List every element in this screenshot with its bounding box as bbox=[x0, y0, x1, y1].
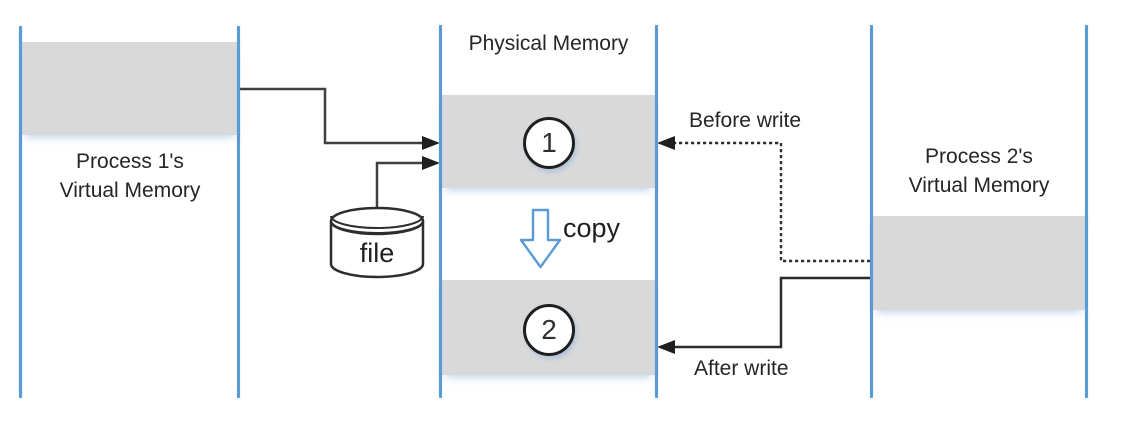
page-1-number: 1 bbox=[541, 127, 557, 158]
flow-arrow-process1-to-page1 bbox=[238, 87, 440, 150]
process1-right-boundary bbox=[237, 26, 240, 398]
process1-mapped-block bbox=[22, 42, 238, 135]
physical-left-boundary bbox=[439, 25, 442, 398]
after-write-arrow bbox=[657, 276, 871, 354]
process1-label-line1: Process 1's bbox=[76, 150, 184, 173]
page-1-circle: 1 bbox=[523, 117, 575, 169]
file-cylinder-icon bbox=[329, 206, 425, 279]
copy-down-arrow-icon bbox=[519, 208, 562, 269]
process1-label-line2: Virtual Memory bbox=[59, 179, 201, 202]
physical-right-boundary bbox=[655, 25, 658, 398]
process2-right-boundary bbox=[1085, 25, 1088, 398]
copy-label: copy bbox=[563, 213, 621, 243]
after-write-label: After write bbox=[694, 357, 789, 380]
process2-left-boundary bbox=[870, 25, 873, 398]
before-write-dashed-arrow bbox=[657, 136, 871, 263]
process1-left-boundary bbox=[19, 26, 22, 398]
process1-label: Process 1's Virtual Memory bbox=[22, 147, 238, 205]
process2-mapped-block bbox=[873, 216, 1085, 310]
file-label: file bbox=[359, 238, 395, 268]
page-2-number: 2 bbox=[541, 314, 557, 345]
physical-memory-label: Physical Memory bbox=[468, 32, 629, 55]
process2-label-line2: Virtual Memory bbox=[908, 174, 1050, 197]
process2-label-line1: Process 2's bbox=[925, 145, 1033, 168]
process2-label: Process 2's Virtual Memory bbox=[873, 142, 1085, 200]
page-2-circle: 2 bbox=[523, 304, 575, 356]
flow-arrow-file-to-page1 bbox=[375, 156, 440, 207]
before-write-label: Before write bbox=[689, 109, 802, 132]
